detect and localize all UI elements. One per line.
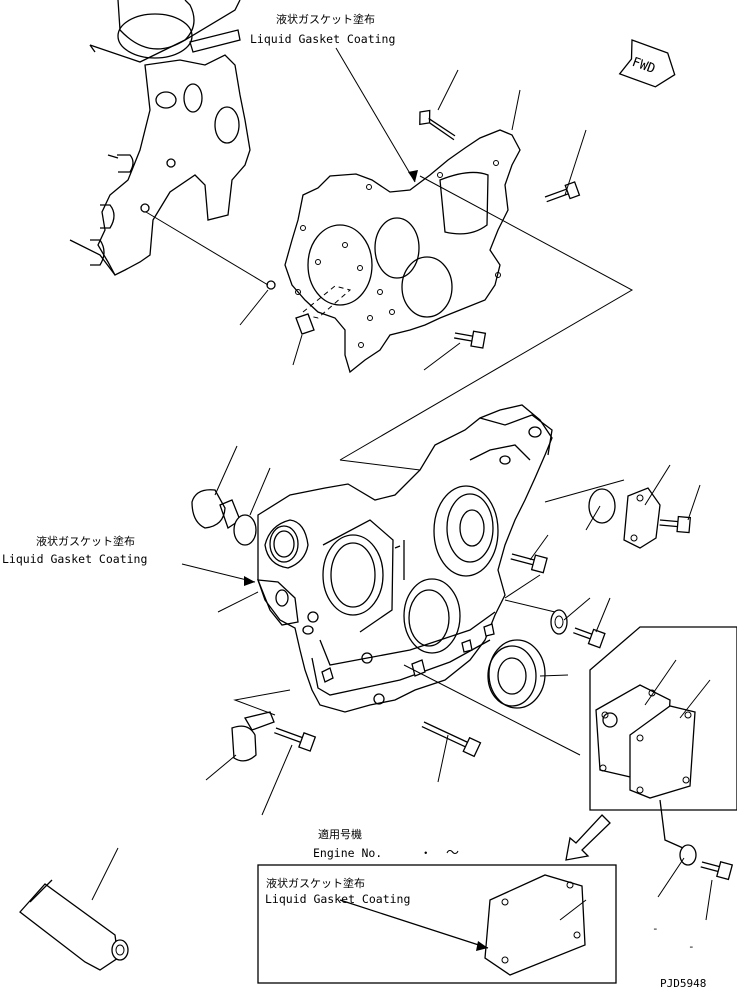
small-dash-2: -	[688, 940, 695, 953]
bolt-center-right	[510, 553, 548, 574]
sealant-tube	[19, 879, 129, 971]
bolt-top	[419, 109, 456, 141]
left-gasket-label-jp: 液状ガスケット塗布	[36, 534, 135, 548]
fwd-arrow-icon: FWD	[618, 39, 676, 88]
oil-filler-cap	[191, 489, 257, 546]
box-gasket-label-jp: 液状ガスケット塗布	[266, 876, 365, 890]
text-labels: 液状ガスケット塗布 Liquid Gasket Coating 液状ガスケット塗…	[2, 12, 706, 990]
front-cover	[256, 404, 553, 713]
gasket-bolts	[419, 109, 581, 349]
cover-plate-box	[589, 626, 737, 881]
engine-no-label: Engine No.	[313, 846, 382, 860]
bolt-washer	[573, 627, 606, 649]
oil-seal	[487, 639, 546, 709]
small-dash-1: -	[652, 922, 659, 935]
engine-no-tilde: ～	[446, 846, 459, 861]
engine-no-dot: ・	[420, 846, 432, 860]
bolt-cover-plate	[700, 861, 734, 881]
engine-no-box	[257, 864, 617, 984]
callout-arrow-icon	[565, 814, 611, 861]
left-gasket-label-en: Liquid Gasket Coating	[2, 552, 147, 566]
applicable-label-jp: 適用号機	[318, 827, 362, 841]
bolt-lower	[454, 330, 487, 349]
front-cover-gasket	[266, 129, 521, 374]
right-side-parts	[510, 487, 692, 649]
top-gasket-label-jp: 液状ガスケット塗布	[276, 12, 375, 26]
box-gasket-label-en: Liquid Gasket Coating	[265, 892, 410, 906]
bolt-small-cover	[659, 515, 692, 534]
figure-code: PJD5948	[660, 977, 706, 989]
long-bolt-bottom	[421, 721, 482, 758]
bottom-parts	[231, 711, 482, 762]
bolt-right	[544, 181, 581, 203]
engine-block	[69, 0, 251, 276]
leader-lines	[91, 47, 713, 921]
top-gasket-label-en: Liquid Gasket Coating	[250, 32, 395, 46]
bolt-bottom-left	[274, 727, 317, 752]
